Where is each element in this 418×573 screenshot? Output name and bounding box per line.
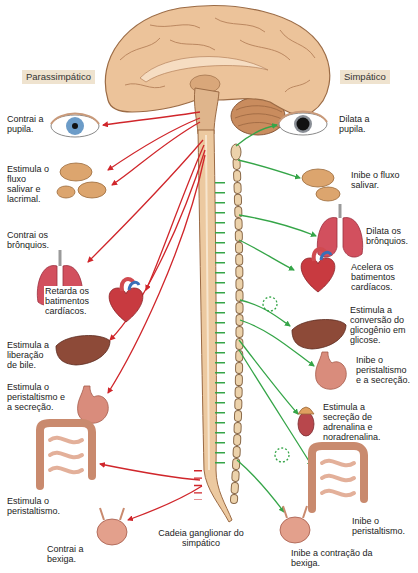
salivary-gland bbox=[302, 169, 334, 187]
salivary-gland bbox=[316, 187, 340, 201]
ganglion-chain bbox=[234, 150, 240, 500]
heart bbox=[301, 258, 335, 292]
parasympathetic-nerve bbox=[100, 464, 200, 480]
salivary-gland bbox=[57, 163, 340, 201]
eye bbox=[279, 112, 327, 123]
eye bbox=[294, 115, 312, 133]
sympathetic-nerve bbox=[239, 240, 294, 270]
effect-label: Estimula o peristaltismo e a secreção. bbox=[6, 382, 72, 412]
effect-label: Acelera os batimentos cardíacos. bbox=[350, 262, 412, 292]
parasympathetic-nerve bbox=[112, 122, 200, 185]
liver bbox=[292, 320, 346, 349]
section-heading: Parassimpático bbox=[22, 70, 95, 84]
effect-label: Estimula a conversão do glicogênio em gl… bbox=[349, 305, 415, 345]
bladder bbox=[100, 508, 124, 520]
salivary-gland bbox=[60, 163, 92, 181]
sympathetic-nerve bbox=[239, 340, 298, 414]
spinal-cord bbox=[194, 470, 202, 500]
parasympathetic-nerve bbox=[88, 140, 203, 262]
heart bbox=[109, 249, 335, 322]
section-heading: Simpático bbox=[340, 70, 390, 84]
parasympathetic-nerve bbox=[88, 112, 205, 520]
parasympathetic-nerve bbox=[108, 118, 200, 170]
salivary-gland bbox=[57, 186, 75, 198]
sympathetic-nerve bbox=[239, 350, 312, 466]
kidney-adrenal bbox=[298, 412, 314, 436]
brain bbox=[120, 18, 315, 92]
liver bbox=[56, 336, 110, 365]
chain-label: Cadeia ganglionar do simpático bbox=[150, 528, 252, 548]
intestine bbox=[40, 423, 92, 486]
spinal-cord bbox=[198, 130, 232, 522]
spinal-cord bbox=[198, 130, 232, 522]
sympathetic-nerve bbox=[237, 460, 284, 512]
parasympathetic-nerve bbox=[108, 155, 205, 393]
sympathetic-nerve bbox=[236, 125, 277, 146]
stomach bbox=[78, 386, 109, 423]
heart bbox=[321, 252, 331, 260]
intestine bbox=[312, 446, 364, 509]
sympathetic-nerve bbox=[263, 297, 277, 311]
stomach bbox=[316, 352, 347, 389]
effect-label: Estimula o peristaltismo. bbox=[6, 496, 86, 516]
ganglion-chain bbox=[234, 150, 240, 500]
spinal-cord bbox=[215, 182, 225, 472]
lung bbox=[59, 250, 62, 266]
sympathetic-nerve bbox=[236, 125, 316, 512]
brainstem bbox=[194, 88, 219, 134]
sympathetic-nerve bbox=[239, 215, 316, 236]
effect-label: Estimula o fluxo salivar e lacrimal. bbox=[6, 164, 54, 204]
kidney-adrenal bbox=[298, 407, 314, 414]
effect-label: Inibe o peristaltismo. bbox=[351, 516, 415, 536]
effect-label: Dilata os brônquios. bbox=[365, 226, 415, 246]
liver bbox=[56, 320, 346, 365]
effect-label: Contrai os brônquios. bbox=[6, 230, 62, 250]
eye bbox=[51, 112, 327, 138]
intestine bbox=[322, 461, 354, 496]
stomach bbox=[78, 352, 347, 423]
intestine bbox=[40, 423, 364, 509]
effect-label: Contrai a pupila. bbox=[6, 114, 50, 134]
lung bbox=[343, 218, 363, 258]
heart bbox=[129, 282, 139, 290]
eye bbox=[297, 118, 310, 131]
effect-label: Estimula a liberação de bile. bbox=[6, 340, 54, 370]
effect-label: Contrai a bexiga. bbox=[46, 544, 92, 564]
effect-label: Retarda os batimentos cardíacos. bbox=[44, 286, 102, 316]
ganglion-chain bbox=[231, 144, 241, 160]
effect-label: Dilata a pupila. bbox=[338, 114, 392, 134]
heart bbox=[109, 288, 143, 322]
parasympathetic-nerve bbox=[110, 150, 205, 340]
bladder bbox=[280, 517, 310, 543]
lung bbox=[339, 204, 342, 218]
sympathetic-nerve bbox=[238, 160, 300, 178]
intestine bbox=[50, 438, 82, 473]
brainstem bbox=[194, 88, 219, 134]
eye bbox=[72, 123, 78, 129]
salivary-gland bbox=[78, 182, 106, 198]
ganglion-chain bbox=[234, 150, 240, 500]
effect-label: Inibe o peristaltismo e a secreção. bbox=[355, 355, 415, 385]
spinal-cord bbox=[206, 135, 209, 470]
parasympathetic-nerve bbox=[128, 486, 202, 520]
ganglion-chain bbox=[231, 144, 241, 500]
sympathetic-nerve bbox=[275, 448, 289, 462]
effect-label: Inibe o fluxo salivar. bbox=[350, 170, 414, 190]
effect-label: Inibe a contração da bexiga. bbox=[290, 548, 384, 568]
kidney-adrenal bbox=[298, 407, 314, 436]
eye bbox=[66, 117, 84, 135]
bladder bbox=[97, 519, 127, 545]
parasympathetic-nerve bbox=[103, 112, 200, 125]
parasympathetic-nerve bbox=[146, 145, 204, 290]
effect-label: Estimula a secreção de adrenalina e nora… bbox=[322, 402, 390, 442]
eye bbox=[51, 114, 99, 125]
bladder bbox=[283, 506, 307, 518]
